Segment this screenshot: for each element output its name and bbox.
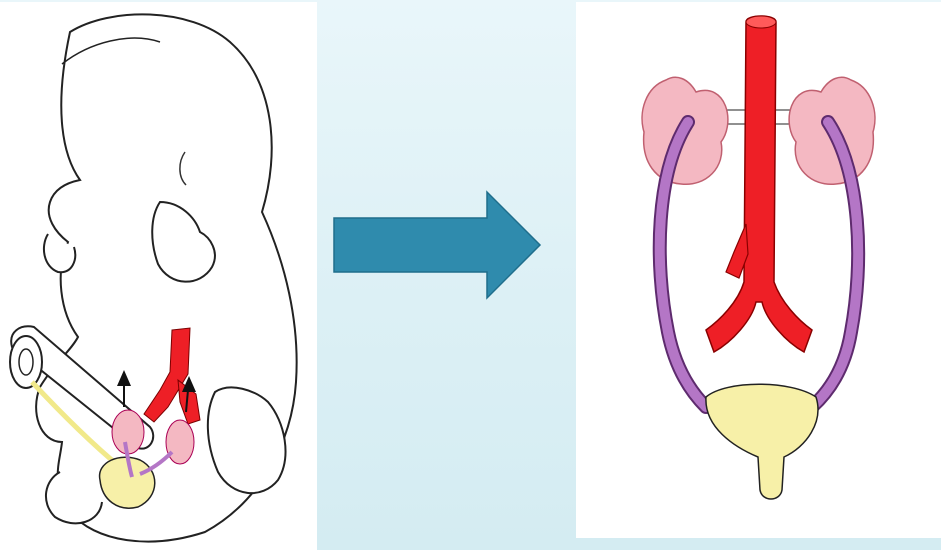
- embryo-kidney-right: [166, 420, 194, 464]
- embryo-panel: [0, 2, 317, 550]
- right-arrow-icon: [330, 188, 545, 303]
- embryo-kidney-left: [112, 410, 144, 454]
- embryo-illustration: [0, 2, 317, 550]
- aorta: [706, 16, 812, 352]
- urinary-system-illustration: [576, 2, 941, 538]
- urinary-system-panel: [576, 2, 941, 538]
- urinary-bladder: [706, 384, 818, 499]
- umbilical-cord-end: [10, 336, 42, 388]
